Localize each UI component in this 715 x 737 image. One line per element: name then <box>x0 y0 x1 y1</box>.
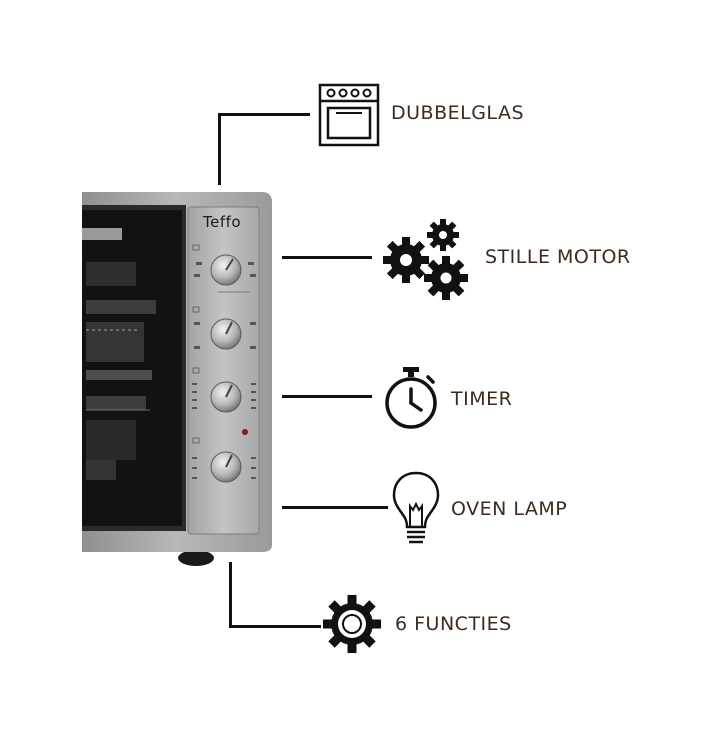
function-knob[interactable] <box>188 240 260 300</box>
door-handle <box>82 228 122 240</box>
connector-line <box>218 113 310 116</box>
oven-icon <box>318 83 380 147</box>
heat-mode-knob[interactable] <box>188 302 260 362</box>
gears-icon <box>383 219 468 300</box>
feature-label-oven-lamp: OVEN LAMP <box>451 498 568 520</box>
feature-label-timer: TIMER <box>451 388 513 410</box>
connector-line <box>218 113 221 185</box>
feature-label-6-functies: 6 FUNCTIES <box>395 613 512 635</box>
indicator-light <box>242 429 248 435</box>
gear-icon <box>323 595 381 653</box>
temperature-knob[interactable] <box>188 365 260 425</box>
feature-label-dubbelglas: DUBBELGLAS <box>391 102 524 124</box>
light-bulb-icon <box>392 471 440 544</box>
connector-line <box>229 625 321 628</box>
connector-line <box>282 395 372 398</box>
oven-foot <box>178 550 214 566</box>
timer-knob[interactable] <box>188 435 260 497</box>
connector-line <box>229 562 232 628</box>
feature-label-stille-motor: STILLE MOTOR <box>485 246 631 268</box>
connector-line <box>282 256 372 259</box>
control-panel <box>187 206 260 535</box>
brand-logo: Teffo <box>203 213 242 231</box>
stopwatch-icon <box>385 367 437 429</box>
connector-line <box>282 506 388 509</box>
